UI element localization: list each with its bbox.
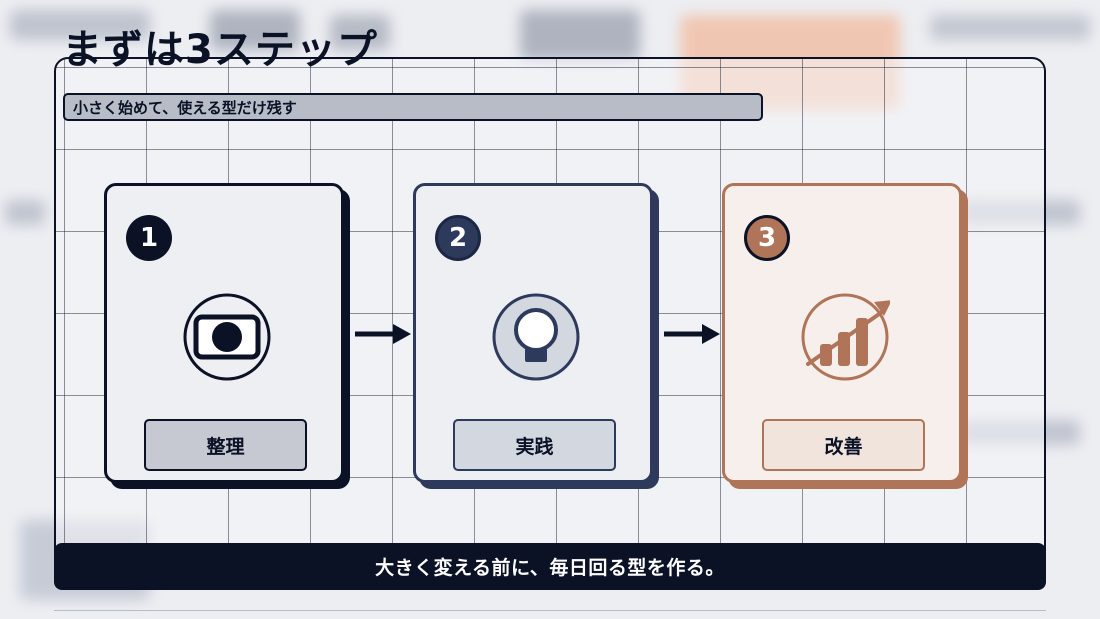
step-card-2: 2 実践 [413, 183, 653, 483]
footer-banner: 大きく変える前に、毎日回る型を作る。 [54, 543, 1046, 590]
step-card-3: 3 改善 [722, 183, 962, 483]
subtitle-text: 小さく始めて、使える型だけ残す [73, 98, 297, 117]
step-label: 整理 [144, 419, 307, 471]
page-title: まずは3ステップ [62, 27, 378, 73]
step-label: 実践 [453, 419, 616, 471]
arrow-right-icon [355, 324, 411, 344]
step-number-badge: 3 [744, 215, 790, 261]
subtitle-bar: 小さく始めて、使える型だけ残す [63, 93, 763, 121]
lightbulb-icon [492, 293, 580, 381]
step-label: 改善 [762, 419, 925, 471]
arrow-right-icon [664, 324, 720, 344]
step-card-1: 1 整理 [104, 183, 344, 483]
footer-message: 大きく変える前に、毎日回る型を作る。 [375, 557, 725, 579]
step-number-badge: 1 [126, 215, 172, 261]
card-circle-icon [183, 293, 271, 381]
step-number-badge: 2 [435, 215, 481, 261]
growth-chart-icon [801, 293, 890, 381]
bottom-divider [54, 610, 1046, 611]
